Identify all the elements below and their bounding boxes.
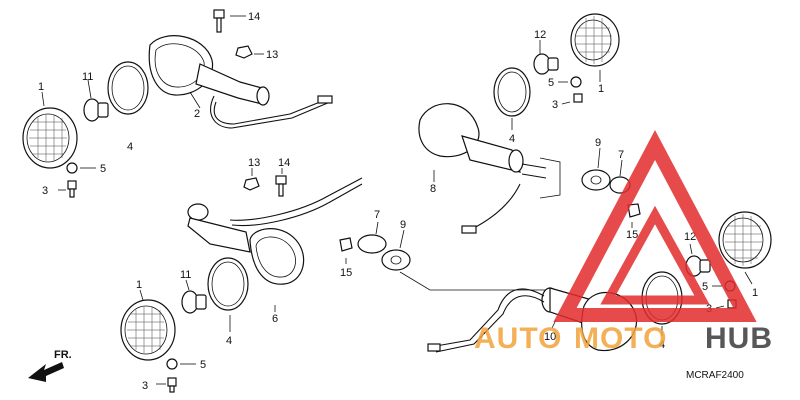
callout: 13 bbox=[266, 49, 278, 61]
rear-left-turn-signal-assembly: 12 1 5 3 4 bbox=[493, 13, 620, 145]
bolt-part-14 bbox=[213, 9, 225, 33]
center-mount-parts: 7 9 15 bbox=[339, 209, 548, 291]
callout: 11 bbox=[82, 71, 93, 83]
rear-housing-assembly: 8 9 7 15 bbox=[418, 103, 641, 241]
callout: 3 bbox=[552, 99, 558, 111]
bulb-part-11 bbox=[181, 290, 207, 314]
housing-part-8 bbox=[418, 103, 524, 173]
screw-part-3 bbox=[167, 377, 177, 387]
lens-part-1 bbox=[120, 299, 176, 361]
callout: 5 bbox=[200, 359, 206, 371]
callout: 5 bbox=[548, 77, 554, 89]
callout: 4 bbox=[659, 339, 665, 351]
lower-left-lens-assembly: 1 11 5 3 bbox=[120, 269, 207, 393]
screw-part-5 bbox=[66, 162, 78, 174]
callout: 15 bbox=[340, 267, 352, 279]
seal-ring-part-4 bbox=[493, 67, 531, 117]
bulb-part-11 bbox=[83, 98, 109, 122]
screw-part-3 bbox=[573, 93, 583, 103]
plate-part-7 bbox=[357, 234, 387, 254]
callout: 13 bbox=[248, 157, 260, 169]
rear-right-turn-signal-assembly: 12 1 5 3 4 10 bbox=[427, 211, 772, 353]
callout: 1 bbox=[752, 287, 758, 299]
front-left-turn-signal-assembly: 1 11 2 4 14 13 5 3 bbox=[22, 9, 333, 198]
wire-harness bbox=[435, 288, 545, 347]
bulb-part-12 bbox=[533, 53, 559, 75]
screw-part-3 bbox=[67, 180, 77, 190]
watermark-text-hub: HUB bbox=[705, 322, 773, 355]
wire-harness bbox=[521, 163, 547, 179]
screw-part-5 bbox=[570, 76, 582, 88]
housing-part-2 bbox=[148, 35, 270, 106]
callout: 5 bbox=[100, 163, 106, 175]
front-right-housing-assembly: 13 14 6 4 bbox=[187, 157, 363, 347]
bolt-part-14 bbox=[275, 175, 287, 185]
callout: 4 bbox=[226, 335, 232, 347]
front-direction-arrow: FR. bbox=[28, 349, 72, 382]
callout: 12 bbox=[684, 231, 696, 243]
wire-harness bbox=[210, 95, 331, 129]
nut-part-15 bbox=[627, 203, 641, 218]
seal-ring-part-4 bbox=[107, 61, 149, 115]
callout: 3 bbox=[42, 185, 48, 197]
callout: 7 bbox=[374, 209, 380, 221]
nut-part-13 bbox=[243, 177, 260, 191]
callout: 14 bbox=[248, 11, 260, 23]
automotohub-watermark: AUTO MOTO HUB bbox=[474, 130, 773, 355]
callout: 9 bbox=[595, 137, 601, 149]
callout: 9 bbox=[400, 219, 406, 231]
callout: 1 bbox=[136, 279, 142, 291]
callout: 12 bbox=[534, 29, 546, 41]
callout: 15 bbox=[626, 229, 638, 241]
seal-ring-part-4 bbox=[207, 257, 249, 311]
callout: 4 bbox=[509, 133, 515, 145]
nut-part-13 bbox=[235, 45, 253, 59]
callout: 10 bbox=[544, 331, 556, 343]
watermark-text-moto: MOTO bbox=[574, 322, 667, 355]
lens-part-1 bbox=[570, 13, 620, 67]
callout: 1 bbox=[38, 81, 44, 93]
callout: 3 bbox=[142, 380, 148, 392]
wire-harness bbox=[229, 177, 363, 221]
grommet-part-9 bbox=[581, 169, 611, 191]
lens-part-1 bbox=[718, 211, 772, 269]
callout: 7 bbox=[618, 149, 624, 161]
callout: 4 bbox=[127, 141, 133, 153]
callout: 1 bbox=[598, 83, 604, 95]
callout: 8 bbox=[430, 183, 436, 195]
screw-part-5 bbox=[166, 358, 178, 370]
direction-label: FR. bbox=[54, 349, 72, 361]
callout: 6 bbox=[272, 313, 278, 325]
callout: 11 bbox=[180, 269, 191, 281]
callout: 5 bbox=[702, 281, 708, 293]
lens-part-1 bbox=[22, 107, 78, 169]
grommet-part-9 bbox=[381, 249, 411, 271]
callout: 2 bbox=[194, 108, 200, 120]
nut-part-15 bbox=[339, 237, 353, 252]
watermark-text-auto: AUTO bbox=[474, 322, 562, 355]
callout: 14 bbox=[278, 157, 290, 169]
diagram-code: MCRAF2400 bbox=[686, 370, 744, 381]
housing-part-6 bbox=[187, 203, 305, 285]
watermark-triangle-logo bbox=[553, 130, 757, 322]
